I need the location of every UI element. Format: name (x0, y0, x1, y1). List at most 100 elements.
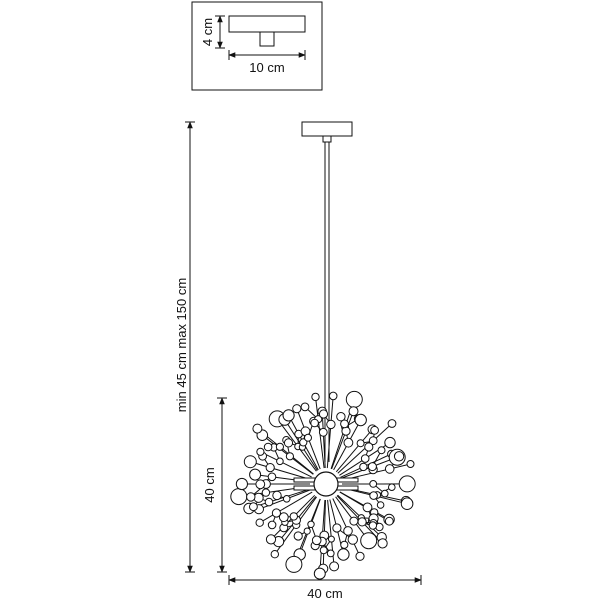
shade-crystal-bead (367, 462, 377, 472)
canopy-plate (228, 15, 306, 33)
shade-crystal-bead (289, 512, 298, 521)
shade-crystal-bead (311, 535, 322, 546)
shade-crystal-bead (265, 463, 275, 473)
shade-crystal-bead (311, 392, 320, 402)
shade-crystal-bead (283, 438, 294, 448)
shade-crystal-bead (384, 464, 395, 474)
canopy-detail-inset: 4 cm 10 cm (191, 1, 323, 91)
shade-crystal-bead (347, 534, 358, 545)
shade-stem (250, 461, 311, 480)
shade-crystal-bead (230, 488, 248, 506)
canopy (301, 121, 353, 137)
shade-crystal-bead (357, 517, 367, 527)
shade-crystal-bead (243, 455, 257, 469)
shade-height-dimension: 40 cm (202, 397, 227, 573)
shade-stem (326, 395, 334, 469)
shade-crystal-bead (255, 479, 266, 490)
shade-crystal-bead (252, 423, 263, 434)
lamp-elevation (230, 121, 416, 580)
shade-crystal-bead (341, 426, 351, 436)
shade-crystal-bead (359, 462, 368, 472)
shade-crystal-bead (354, 413, 367, 427)
shade-crystal-bead (285, 452, 294, 461)
shade-crystal-bead (267, 520, 277, 530)
total-height-label: min 45 cm max 150 cm (174, 278, 189, 412)
shade-crystal-bead (313, 567, 326, 580)
shade-crystal-bead (246, 492, 256, 502)
shade-crystal-bead (299, 438, 308, 447)
shade-crystal-bead (349, 516, 359, 526)
shade-crystal-bead (388, 483, 396, 492)
shade-crystal-bead (282, 495, 291, 503)
total-height-dimension: min 45 cm max 150 cm (174, 121, 195, 573)
shade-crystal-bead (340, 540, 349, 549)
shade-crystal-bead (398, 475, 416, 493)
shade-crystal-bead (318, 409, 329, 419)
shade-crystal-bead (355, 551, 365, 561)
shade-crystal-bead (356, 439, 365, 448)
shade-crystal-bead (360, 532, 378, 550)
shade-width-label: 40 cm (307, 586, 342, 600)
shade-crystal-bead (370, 425, 380, 435)
shade-crystal-bead (276, 457, 284, 466)
shade-crystal-bead (267, 472, 277, 482)
shade-crystal-bead (369, 480, 378, 488)
shade-crystal-bead (381, 489, 389, 498)
shade-crystal-bead (368, 521, 378, 530)
shade-crystal-bead (376, 501, 385, 509)
shade-crystal-bead (332, 523, 342, 533)
shade-stem (335, 428, 373, 473)
shade-hub-sphere (313, 471, 339, 497)
shade-crystal-bead (384, 436, 396, 449)
shade-crystal-bead (292, 404, 302, 414)
canopy-connector (322, 135, 332, 143)
shade-stem (321, 411, 326, 469)
shade-height-label: 40 cm (202, 467, 217, 502)
canopy-mount (259, 31, 275, 47)
canopy-width-label: 10 cm (249, 60, 284, 75)
shade-crystal-bead (345, 390, 363, 408)
shade-crystal-bead (319, 546, 328, 555)
shade-crystal-bead (377, 446, 386, 455)
shade-crystal-bead (393, 451, 405, 462)
shade-crystal-bead (263, 442, 273, 452)
shade-crystal-bead (261, 488, 271, 497)
shade-crystal-bead (329, 561, 340, 572)
shade-crystal-bead (336, 412, 346, 422)
dandelion-shade (230, 390, 416, 580)
shade-crystal-bead (300, 402, 310, 412)
shade-crystal-bead (278, 512, 289, 523)
shade-crystal-bead (293, 531, 303, 541)
shade-crystal-bead (326, 549, 335, 558)
shade-stem (259, 491, 313, 524)
shade-crystal-bead (343, 526, 353, 536)
shade-width-dimension: 40 cm (228, 575, 422, 600)
shade-crystal-bead (318, 427, 328, 437)
shade-crystal-bead (235, 477, 248, 491)
shade-crystal-bead (307, 520, 315, 528)
shade-crystal-bead (304, 433, 312, 442)
shade-crystal-bead (275, 442, 284, 451)
shade-crystal-bead (285, 555, 303, 573)
shade-crystal-bead (368, 436, 378, 446)
shade-crystal-bead (264, 497, 274, 507)
shade-crystal-bead (326, 419, 336, 430)
shade-crystal-bead (270, 550, 279, 559)
shade-crystal-bead (387, 419, 397, 428)
shade-crystal-bead (340, 419, 349, 429)
shade-crystal-bead (348, 406, 359, 417)
shade-crystal-bead (256, 447, 265, 456)
shade-crystal-bead (343, 437, 354, 448)
shade-crystal-bead (337, 548, 350, 561)
shade-crystal-bead (303, 527, 311, 535)
shade-crystal-bead (362, 502, 373, 513)
shade-crystal-bead (327, 535, 335, 543)
shade-stem (260, 451, 312, 478)
shade-crystal-bead (255, 518, 264, 527)
shade-crystal-bead (249, 468, 262, 481)
shade-crystal-bead (272, 490, 282, 501)
shade-crystal-bead (400, 497, 414, 511)
shade-crystal-bead (369, 491, 378, 500)
shade-crystal-bead (406, 460, 415, 468)
shade-crystal-bead (328, 391, 338, 401)
